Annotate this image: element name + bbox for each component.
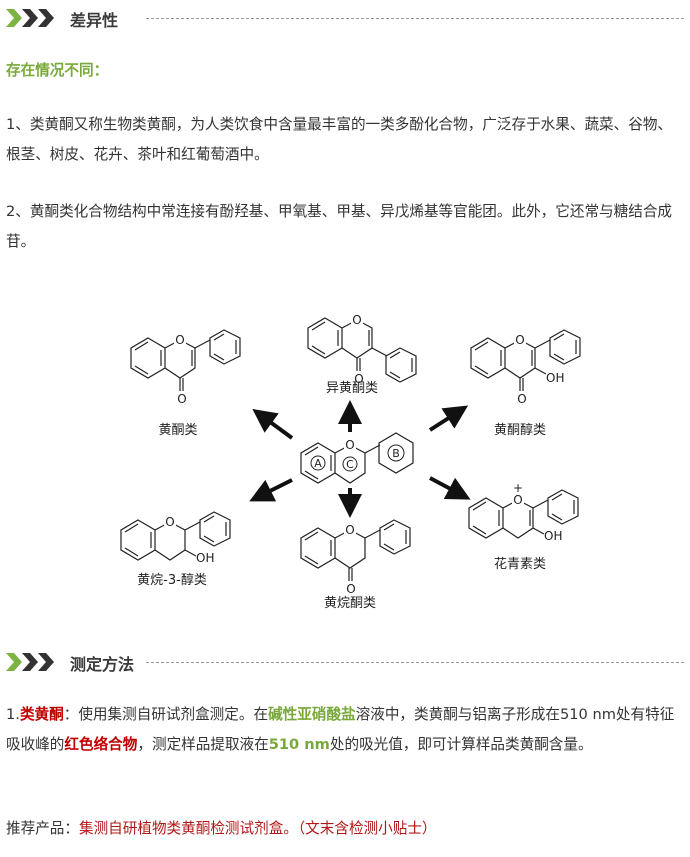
divider	[146, 662, 684, 663]
chevron-icon	[22, 653, 38, 671]
chevron-icon	[6, 9, 22, 27]
method-text: 溶液中，类黄酮与铝离子形成在510 nm处有特征吸收峰的	[6, 706, 675, 753]
label-flavonol: 黄酮醇类	[494, 422, 546, 438]
oxygen-atom: O	[175, 333, 184, 347]
method-number: 1.	[6, 706, 20, 723]
oxygen-atom: O	[515, 333, 524, 347]
arrow-to-flavanol	[249, 478, 293, 502]
oxygen-atom: O	[354, 372, 363, 386]
oxygen-atom: O	[177, 392, 186, 406]
highlight-wavelength: 510 nm	[268, 736, 330, 753]
anthocyanidin-structure	[468, 489, 579, 539]
section-header-differences: 差异性	[6, 6, 684, 30]
section-title: 差异性	[70, 11, 119, 30]
isoflavone-structure	[307, 317, 417, 383]
oxygen-atom: O	[345, 438, 354, 452]
ring-a-marker	[310, 455, 326, 471]
label-anthocyanidin: 花青素类	[494, 556, 546, 572]
section-title: 测定方法	[70, 655, 135, 674]
method-paragraph: 1.类黄酮：使用集测自研试剂盒测定。在碱性亚硝酸盐溶液中，类黄酮与铝离子形成在5…	[6, 700, 686, 760]
chevron-icon	[22, 9, 38, 27]
flavanol-structure	[120, 511, 231, 561]
recommended-product: 推荐产品：集测自研植物类黄酮检测试剂盒。（文末含检测小贴士）	[6, 814, 686, 844]
oxygen-atom: O	[517, 392, 526, 406]
oxygen-atom: O	[346, 582, 355, 596]
chevron-icon	[38, 653, 54, 671]
oxygen-atom: O	[345, 523, 354, 537]
recommend-label: 推荐产品：	[6, 820, 79, 837]
hydroxyl-group: OH	[544, 529, 562, 543]
ring-b-marker	[387, 444, 405, 462]
method-text: ，测定样品提取液在	[137, 736, 269, 753]
highlight-reagent: 碱性亚硝酸盐	[268, 706, 356, 723]
chevron-icon	[6, 653, 22, 671]
ring-a-label: A	[314, 457, 322, 470]
label-flavanol: 黄烷-3-醇类	[137, 572, 207, 588]
paragraph-1: 1、类黄酮又称生物类黄酮，为人类饮食中含量最丰富的一类多酚化合物，广泛存于水果、…	[6, 116, 673, 163]
highlight-complex: 红色络合物	[64, 736, 138, 753]
method-text: 处的吸光值，即可计算样品类黄酮含量。	[329, 736, 593, 753]
hydroxyl-group: OH	[196, 551, 214, 565]
method-text: ：使用集测自研试剂盒测定。在	[63, 706, 269, 723]
method-name: 类黄酮	[19, 706, 64, 723]
flavonoid-structure-diagram: A C B O O O O O O OH O O OH O O O + OH	[120, 313, 581, 611]
paragraph-2: 2、黄酮类化合物结构中常连接有酚羟基、甲氧基、甲基、异戊烯基等官能团。此外，它还…	[6, 203, 673, 250]
chevron-icon	[38, 9, 54, 27]
oxygen-atom: O	[513, 493, 522, 507]
divider	[146, 18, 684, 19]
arrow-to-flavone	[252, 408, 294, 440]
oxygen-atom: O	[165, 515, 174, 529]
ring-c-label: C	[346, 458, 354, 471]
label-isoflavone: 异黄酮类	[326, 381, 378, 396]
positive-charge: +	[513, 481, 523, 495]
label-flavanone: 黄烷酮类	[324, 596, 376, 611]
recommend-product-link[interactable]: 集测自研植物类黄酮检测试剂盒。（文末含检测小贴士）	[78, 820, 437, 837]
flavan-core-structure	[300, 432, 414, 484]
section-header-methods: 测定方法	[6, 650, 684, 674]
subtitle: 存在情况不同：	[6, 62, 109, 79]
label-flavone: 黄酮类	[158, 423, 197, 438]
flavanone-structure	[300, 519, 411, 582]
arrow-to-flavonol	[428, 405, 469, 432]
arrow-to-anthocyanidin	[429, 476, 471, 500]
oxygen-atom: O	[352, 313, 361, 327]
hydroxyl-group: OH	[546, 371, 564, 385]
ring-c-marker	[342, 456, 358, 472]
ring-b-label: B	[392, 447, 400, 460]
